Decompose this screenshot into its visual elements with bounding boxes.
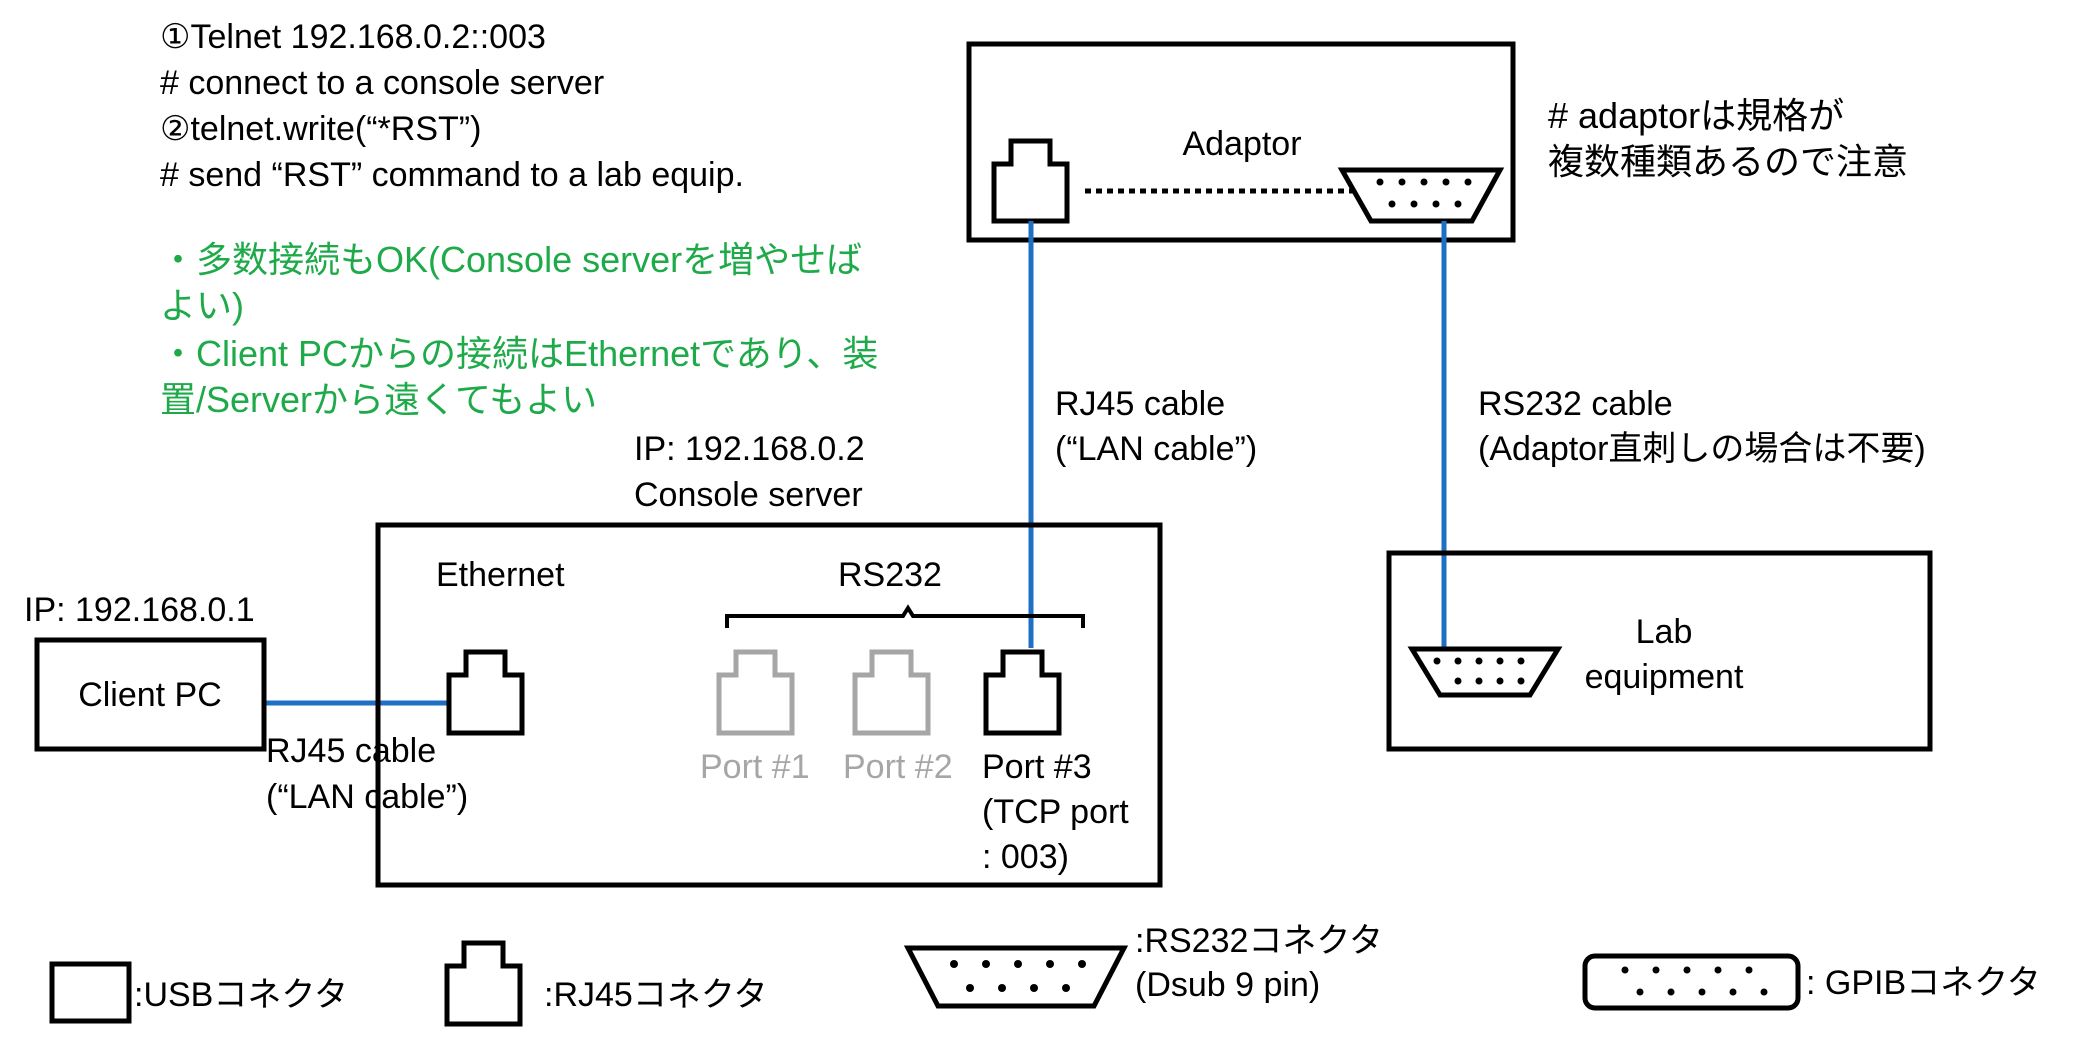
- usb-connector-icon: [49, 961, 132, 1024]
- port3-label: Port #3: [982, 748, 1092, 786]
- legend-rs232-label: (Dsub 9 pin): [1135, 966, 1320, 1004]
- rs232-cable-label: RS232 cable (Adaptor直刺しの場合は不要): [1478, 385, 1926, 468]
- legend-usb-label: :USBコネクタ: [134, 976, 348, 1014]
- legend: :USBコネクタ :RJ45コネクタ :RS232コネクタ (Dsub 9 pi…: [49, 922, 2041, 1027]
- dsub-connector-icon: [1337, 167, 1505, 224]
- gpib-connector-icon: [1582, 953, 1801, 1011]
- adaptor-note-line: # adaptorは規格が: [1548, 95, 1844, 136]
- lab-equipment-box: [1386, 550, 1933, 752]
- cable-label-line: (“LAN cable”): [266, 778, 468, 816]
- client-pc-ip: IP: 192.168.0.1: [24, 591, 255, 629]
- rs232-brace: [725, 604, 1085, 628]
- legend-gpib-label: : GPIBコネクタ: [1806, 964, 2041, 1002]
- console-server-ip: IP: 192.168.0.2: [634, 430, 865, 468]
- console-server-box: [375, 522, 1163, 888]
- port1-rj45-icon: [716, 649, 795, 736]
- rs232-label: RS232: [838, 556, 942, 594]
- rj45-cable-label-right: RJ45 cable (“LAN cable”): [1055, 385, 1257, 468]
- note-line: ・Client PCからの接続はEthernetであり、装: [160, 333, 878, 374]
- notes-block: ・多数接続もOK(Console serverを増やせば よい) ・Client…: [160, 239, 878, 420]
- note-line: 置/Serverから遠くてもよい: [160, 379, 597, 420]
- adaptor: Adaptor: [966, 41, 1516, 243]
- legend-rj45-label: :RJ45コネクタ: [544, 976, 767, 1014]
- instruction-line: ①Telnet 192.168.0.2::003: [160, 18, 546, 56]
- port3-detail: : 003): [982, 838, 1069, 876]
- client-pc-box: [34, 637, 267, 752]
- cable-label-line: RS232 cable: [1478, 385, 1673, 423]
- adaptor-box: [966, 41, 1516, 243]
- client-pc: IP: 192.168.0.1 Client PC: [24, 591, 267, 752]
- note-line: ・多数接続もOK(Console serverを増やせば: [160, 239, 862, 280]
- instruction-line: ②telnet.write(“*RST”): [160, 110, 481, 148]
- console-server: IP: 192.168.0.2 Console server Ethernet …: [375, 430, 1163, 888]
- lab-equipment-label: Lab: [1636, 613, 1693, 651]
- console-server-name: Console server: [634, 476, 863, 514]
- lab-equipment: Lab equipment: [1386, 550, 1933, 752]
- port1-label: Port #1: [700, 748, 810, 786]
- adaptor-note-line: 複数種類あるので注意: [1548, 141, 1908, 182]
- rj45-connector-icon: [444, 940, 523, 1027]
- rj45-cable-label-left: RJ45 cable (“LAN cable”): [266, 732, 468, 816]
- adaptor-note: # adaptorは規格が 複数種類あるので注意: [1548, 95, 1908, 182]
- dsub-connector-icon: [903, 945, 1129, 1009]
- legend-rs232-label: :RS232コネクタ: [1135, 922, 1383, 960]
- dsub-connector-icon: [1407, 646, 1563, 698]
- port2-label: Port #2: [843, 748, 953, 786]
- port3-detail: (TCP port: [982, 793, 1129, 831]
- instructions-block: ①Telnet 192.168.0.2::003 # connect to a …: [160, 18, 744, 194]
- cable-label-line: (Adaptor直刺しの場合は不要): [1478, 430, 1926, 468]
- instruction-line: # connect to a console server: [160, 64, 604, 102]
- instruction-line: # send “RST” command to a lab equip.: [160, 156, 744, 194]
- ethernet-label: Ethernet: [436, 556, 565, 594]
- cable-label-line: (“LAN cable”): [1055, 430, 1257, 468]
- adaptor-label: Adaptor: [1182, 125, 1301, 163]
- rj45-connector-icon: [991, 138, 1070, 224]
- port2-rj45-icon: [852, 649, 931, 736]
- note-line: よい): [160, 285, 244, 326]
- lab-equipment-label: equipment: [1585, 658, 1744, 696]
- ethernet-rj45-icon: [446, 649, 525, 736]
- cable-label-line: RJ45 cable: [1055, 385, 1225, 423]
- cable-label-line: RJ45 cable: [266, 732, 436, 770]
- port3-rj45-icon: [983, 649, 1062, 736]
- client-pc-label: Client PC: [78, 676, 222, 714]
